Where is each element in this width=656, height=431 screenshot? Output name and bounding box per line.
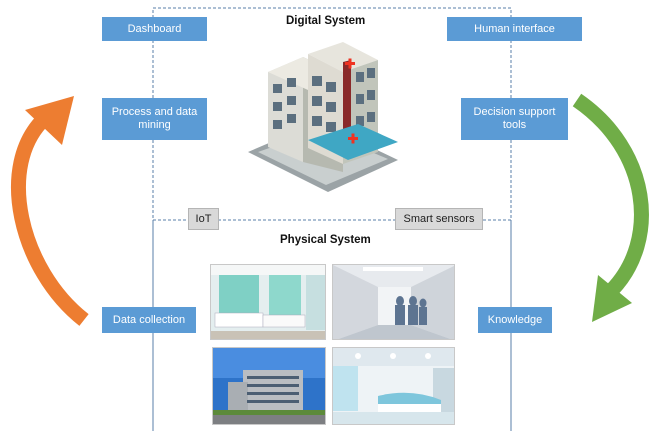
hospital-corridor-photo — [332, 264, 455, 340]
orange-cycle-arrow — [11, 96, 89, 326]
iot-tag: IoT — [188, 208, 219, 230]
hospital-lobby-photo — [332, 347, 455, 425]
smart-sensors-tag: Smart sensors — [395, 208, 483, 230]
green-cycle-arrow — [572, 93, 649, 322]
digital-system-title: Digital System — [286, 15, 366, 27]
human-interface-box: Human interface — [447, 17, 582, 41]
hospital-ward-photo — [210, 264, 326, 340]
dashboard-box: Dashboard — [102, 17, 207, 41]
process-data-mining-box: Process and data mining — [102, 98, 207, 140]
data-collection-box: Data collection — [102, 307, 196, 333]
knowledge-box: Knowledge — [478, 307, 552, 333]
hospital-building-icon — [248, 42, 398, 192]
hospital-exterior-photo — [212, 347, 326, 425]
decision-support-tools-box: Decision support tools — [461, 98, 568, 140]
physical-system-title: Physical System — [280, 234, 371, 246]
